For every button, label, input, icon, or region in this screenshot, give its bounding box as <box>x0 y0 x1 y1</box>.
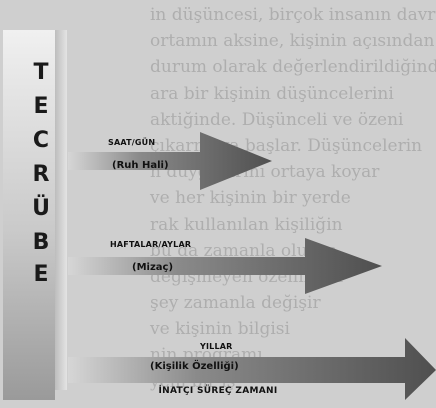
vertical-title-letter: R <box>32 162 50 187</box>
background-line: durum olarak değerlendirildiğinde <box>150 57 436 78</box>
background-line: şey zamanla değişir <box>150 293 321 314</box>
background-line: aktiğinde. Düşünceli ve özeni <box>150 109 404 130</box>
vertical-title-letter: B <box>32 230 50 255</box>
arrow-label-time-1: SAAT/GÜN <box>108 138 156 147</box>
background-line: rak kullanılan kişiliğin <box>150 214 343 235</box>
experience-vertical-bar <box>3 30 55 400</box>
arrow-hours-days <box>68 132 272 190</box>
background-line: ve kişinin bilgisi <box>150 319 290 340</box>
vertical-title-letter: C <box>32 128 50 153</box>
background-line: ara bir kişinin düşüncelerini <box>150 83 394 104</box>
arrow-weeks-months <box>68 238 382 294</box>
arrow-label-time-3: YILLAR <box>200 342 233 351</box>
vertical-title-letter: T <box>33 60 49 85</box>
background-line: ve her kişinin bir yerde <box>150 188 351 209</box>
arrow-label-state-3: (Kişilik Özelliği) <box>150 361 239 372</box>
arrow-years <box>68 338 436 400</box>
arrow-label-state-1: (Ruh Hali) <box>112 160 169 171</box>
background-line: bu da zamanla oluşan <box>150 240 338 261</box>
experience-bar-edge <box>55 30 67 390</box>
arrow-label-time-2: HAFTALAR/AYLAR <box>110 240 192 249</box>
vertical-title-letter: E <box>33 94 49 119</box>
background-line: in düşüncesi, birçok insanın davranışını <box>150 5 436 25</box>
background-line: ortamın aksine, kişinin açısından bir <box>150 31 436 52</box>
vertical-title-letter: Ü <box>32 196 50 221</box>
vertical-title-letter: E <box>33 262 49 287</box>
arrow-label-state-2: (Mizaç) <box>132 262 174 273</box>
diagram-caption: İNATÇI SÜREÇ ZAMANI <box>158 386 278 396</box>
